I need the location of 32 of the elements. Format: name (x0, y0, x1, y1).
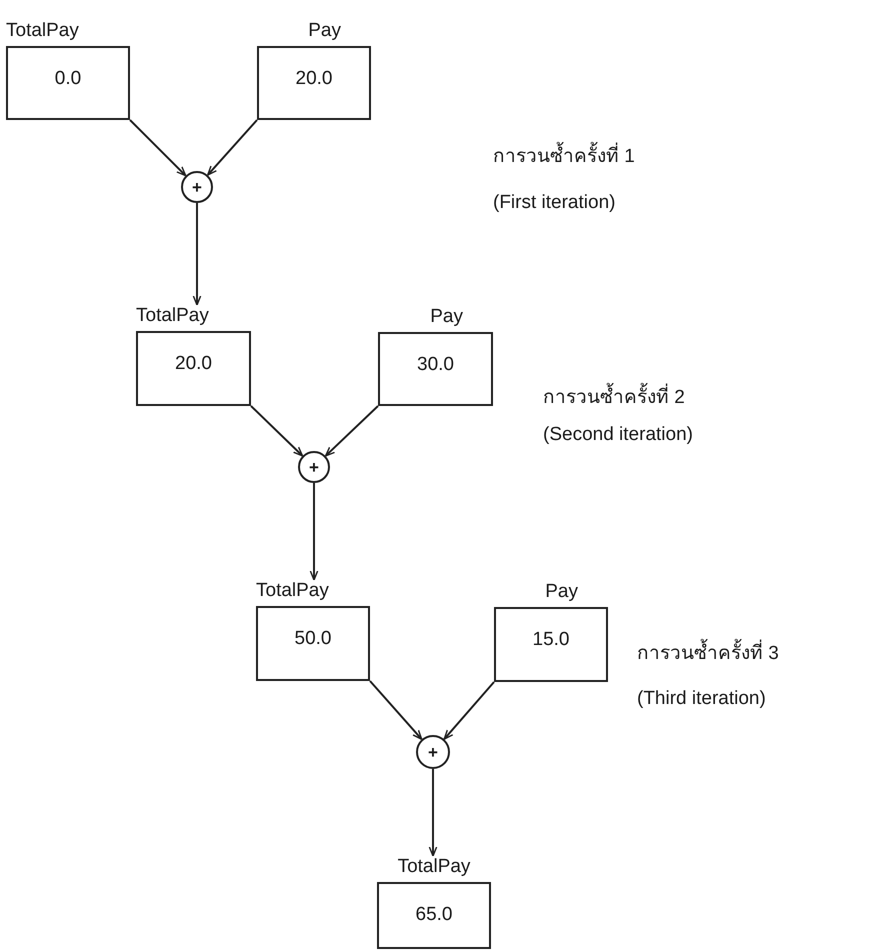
variable-value-box: 20.0 (136, 331, 251, 406)
arrow (206, 119, 258, 176)
arrow (250, 405, 304, 457)
iteration-label: การวนซ้ำครั้งที่ 3 (637, 637, 779, 667)
variable-name: TotalPay (136, 305, 209, 327)
arrow (443, 681, 495, 740)
variable-name: Pay (430, 306, 463, 328)
plus-operator-circle: + (416, 735, 450, 769)
iteration-note: (Second iteration) (543, 424, 693, 446)
arrow (310, 483, 318, 581)
iteration-note: (First iteration) (493, 192, 616, 214)
variable-value-box: 50.0 (256, 606, 370, 681)
iteration-label: การวนซ้ำครั้งที่ 2 (543, 381, 685, 411)
variable-name: TotalPay (256, 580, 329, 602)
arrow (129, 119, 186, 176)
arrow (428, 769, 438, 857)
arrow (369, 680, 422, 740)
arrow (192, 203, 202, 306)
variable-name: TotalPay (398, 856, 470, 878)
iteration-label: การวนซ้ำครั้งที่ 1 (493, 140, 635, 170)
arrow (324, 405, 379, 457)
variable-name: Pay (308, 20, 341, 42)
variable-name: TotalPay (6, 20, 79, 42)
variable-value-box: 65.0 (377, 882, 491, 949)
plus-operator-circle: + (298, 451, 330, 483)
variable-value-box: 0.0 (6, 46, 130, 120)
variable-name: Pay (545, 581, 578, 603)
plus-operator-circle: + (181, 171, 213, 203)
variable-value-box: 30.0 (378, 332, 493, 406)
variable-value-box: 15.0 (494, 607, 608, 682)
variable-value-box: 20.0 (257, 46, 371, 120)
iteration-note: (Third iteration) (637, 688, 766, 710)
